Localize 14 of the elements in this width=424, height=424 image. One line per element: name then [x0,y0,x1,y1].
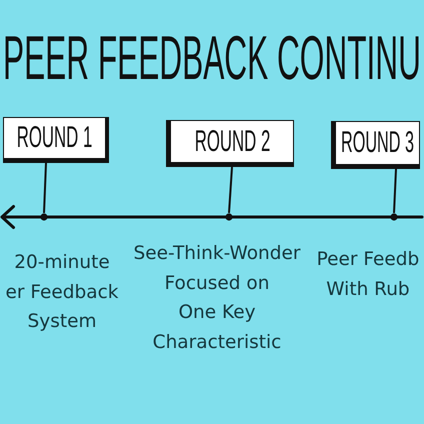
round-heading: ROUND 1 [16,123,92,153]
sign-card [166,120,294,167]
stem-line [43,162,47,214]
stem-line [228,166,233,214]
title: PEER FEEDBACK CONTINU [3,28,421,90]
sign-card [3,117,109,163]
stem-line [393,168,397,214]
step-description: Peer Feedb With Rub [316,248,420,302]
step-description: 20-minute er Feedback System [4,251,120,334]
round-heading: ROUND 3 [341,128,414,158]
timeline [16,213,424,221]
sign-card [331,121,420,169]
step-description: See-Think-Wonder Focused on One Key Characteristic [132,242,302,354]
round-heading: ROUND 2 [194,126,270,156]
